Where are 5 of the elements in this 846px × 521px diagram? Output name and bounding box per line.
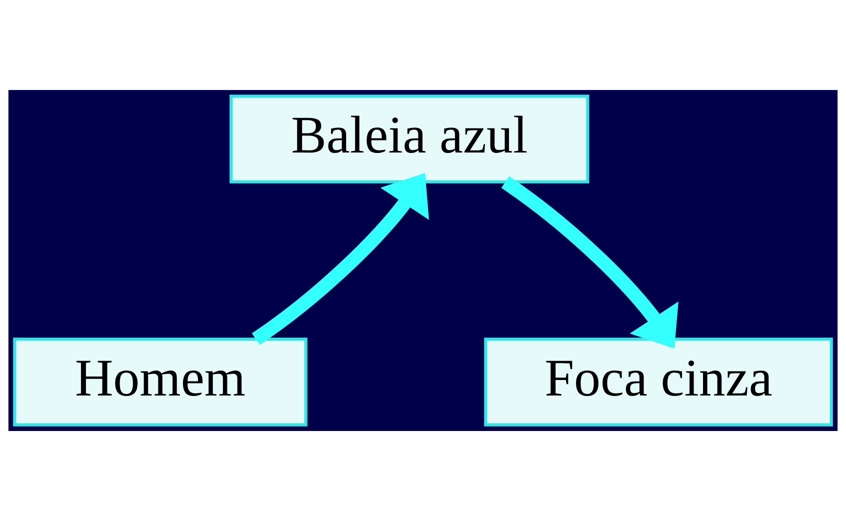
node-box: Baleia azul (230, 94, 590, 184)
arrow (252, 172, 430, 345)
node-box: Foca cinza (484, 338, 833, 426)
node-box: Homem (13, 338, 308, 426)
arrow (501, 176, 678, 348)
